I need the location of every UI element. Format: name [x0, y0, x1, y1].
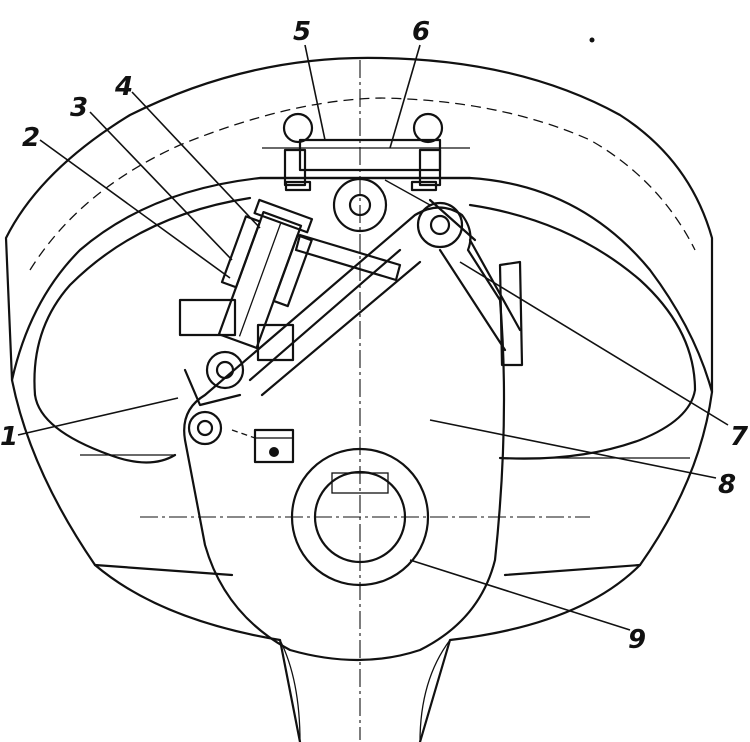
- callouts: 1 2 3 4 5 6 7 8 9: [0, 17, 749, 655]
- speck-mark: [589, 37, 595, 43]
- callout-3: 3: [70, 93, 88, 123]
- pawl-assembly: [178, 198, 314, 407]
- callout-7: 7: [730, 422, 749, 452]
- centre-lines: [140, 60, 590, 740]
- callout-2: 2: [22, 123, 40, 153]
- callout-6: 6: [412, 17, 430, 47]
- cam-track: [33, 176, 697, 464]
- callout-4: 4: [114, 72, 133, 102]
- rod-7: [294, 233, 402, 282]
- leader-lines: [17, 44, 729, 631]
- callout-5: 5: [293, 17, 311, 47]
- top-clamp: [262, 112, 470, 192]
- callout-1: 1: [0, 422, 18, 452]
- stop-block: [231, 428, 295, 464]
- hub-body: [10, 378, 714, 742]
- callout-9: 9: [628, 625, 646, 655]
- pivot-pins: [187, 177, 464, 446]
- drum-shell: [4, 56, 714, 394]
- callout-8: 8: [718, 470, 736, 500]
- link-arms: [248, 179, 524, 397]
